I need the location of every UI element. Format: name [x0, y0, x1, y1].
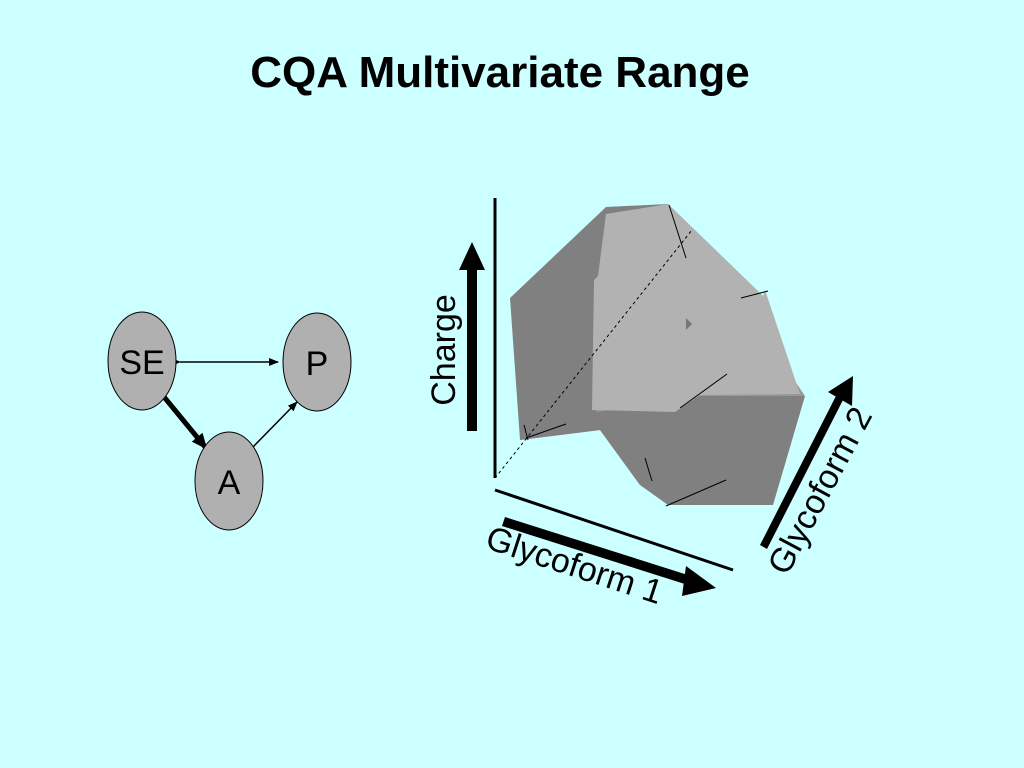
- shape-edge-ticks: [523, 204, 769, 507]
- shape-dashed-diagonal: [494, 229, 693, 479]
- glycoform1-arrow: [502, 517, 716, 596]
- horizontal-axis-line: [494, 488, 734, 572]
- multivariate-range-shape: [494, 204, 805, 507]
- node-se-ellipse: [107, 311, 177, 411]
- shape-bottom-face: [520, 396, 805, 505]
- shape-notch: [686, 318, 692, 330]
- node-se-label: SE: [119, 344, 164, 382]
- charge-arrow: [459, 242, 485, 431]
- node-a-ellipse: [194, 431, 264, 531]
- edge-a-p: [240, 401, 298, 460]
- node-a-label: A: [218, 464, 241, 502]
- node-p-ellipse: [282, 312, 352, 412]
- node-p: P: [282, 312, 352, 412]
- slide-title: CQA Multivariate Range: [250, 48, 750, 97]
- node-a: A: [194, 431, 264, 531]
- shape-front-face: [592, 204, 800, 412]
- edge-se-a: [145, 376, 208, 450]
- relationship-edges: [145, 358, 298, 460]
- glycoform2-arrow: [760, 376, 853, 549]
- node-p-label: P: [306, 345, 329, 383]
- charge-axis-label: Charge: [425, 294, 463, 406]
- node-se: SE: [107, 311, 177, 411]
